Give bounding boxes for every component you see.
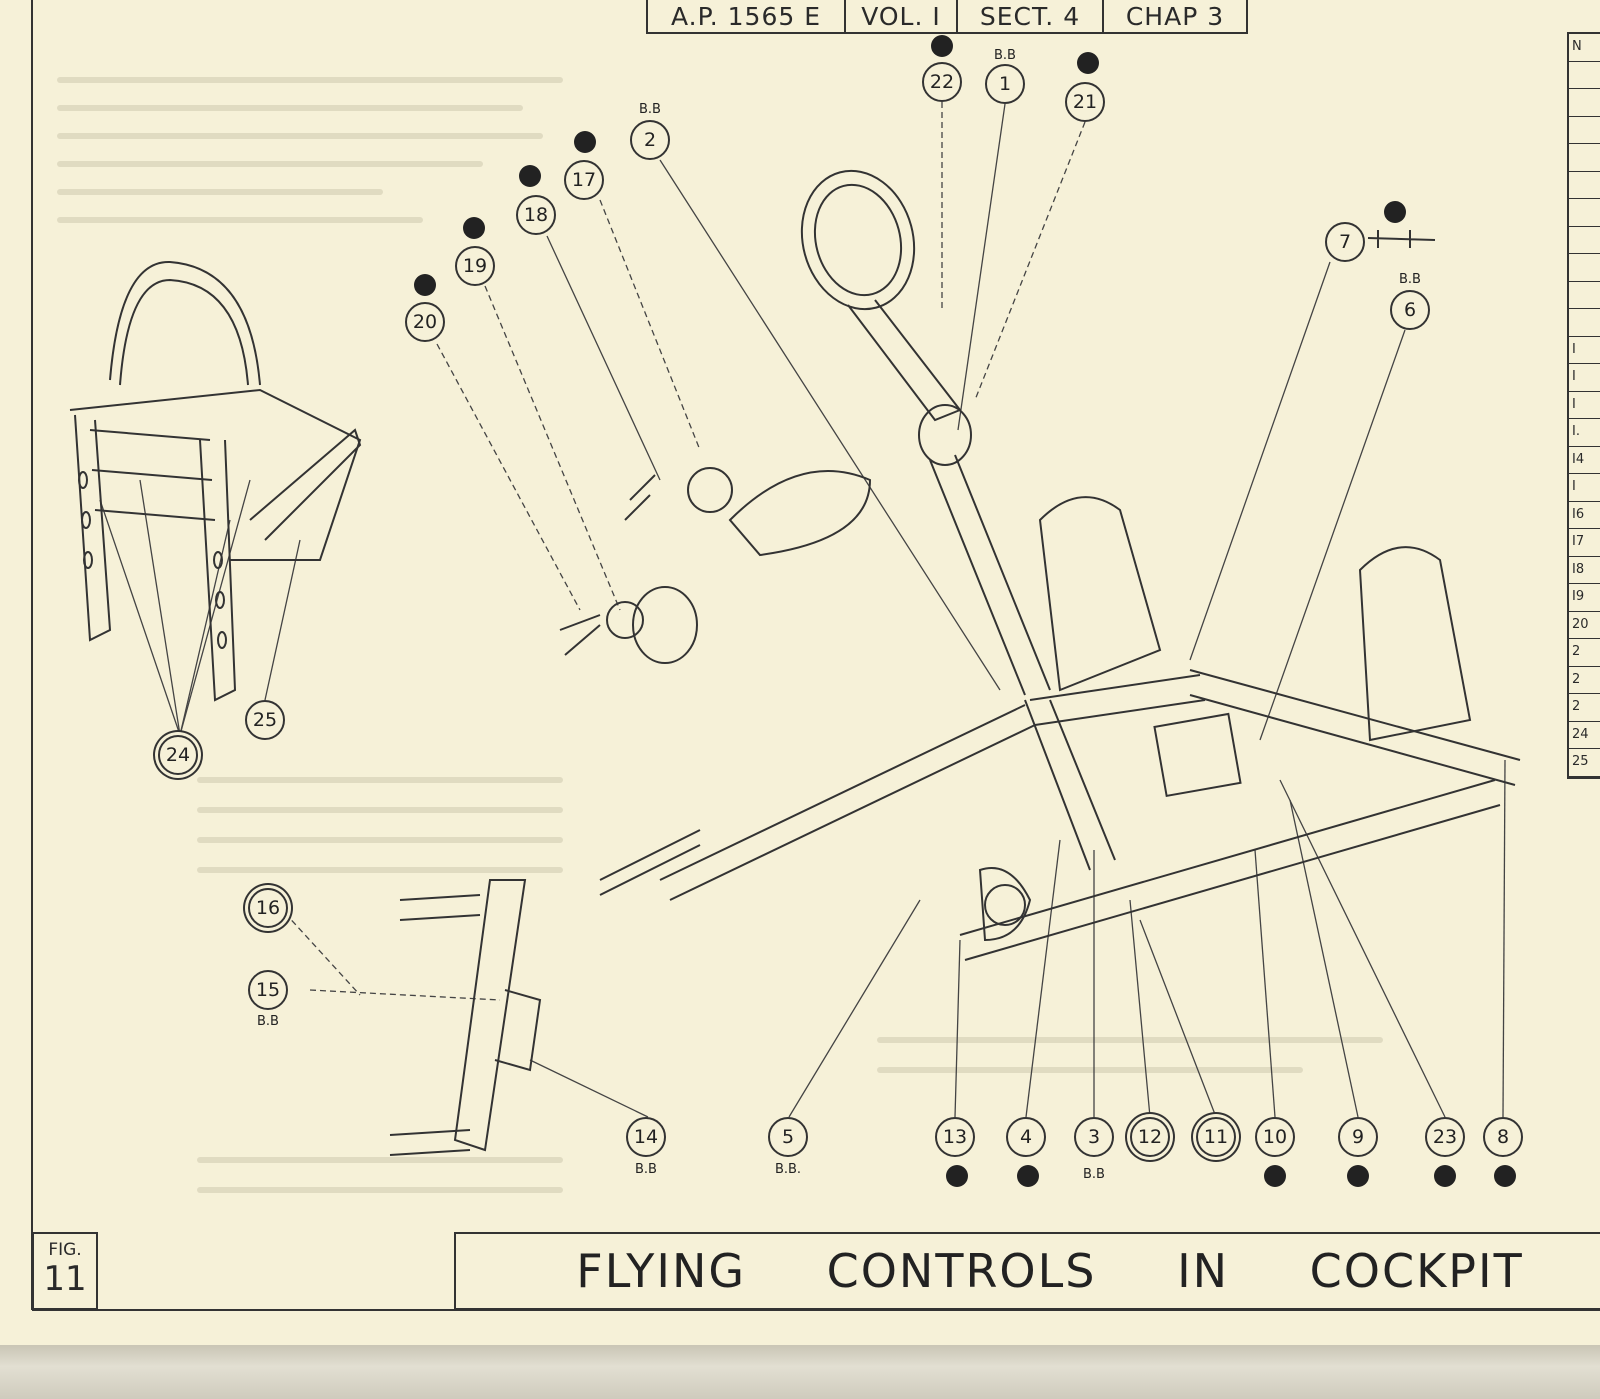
parts-table-row: I7 — [1569, 529, 1600, 557]
title-word-2: CONTROLS — [826, 1244, 1097, 1298]
parts-table-row: 20 — [1569, 612, 1600, 639]
dot-20 — [414, 274, 436, 296]
callout-16: 16 — [248, 888, 288, 928]
parts-table-row: I4 — [1569, 447, 1600, 474]
parts-table-row: I8 — [1569, 557, 1600, 584]
callout-21: 21 — [1065, 82, 1105, 122]
parts-table-row: I. — [1569, 419, 1600, 447]
callout-18: 18 — [516, 195, 556, 235]
callout-9: 9 — [1338, 1117, 1378, 1157]
figure-box: FIG. 11 — [32, 1232, 98, 1310]
parts-table-row — [1569, 227, 1600, 254]
callout-14: 14 — [626, 1117, 666, 1157]
parts-table-row — [1569, 199, 1600, 227]
callout-4: 4 — [1006, 1117, 1046, 1157]
parts-table-row: I — [1569, 364, 1600, 392]
control-column-drawing — [800, 169, 1116, 871]
callout-7: 7 — [1325, 222, 1365, 262]
parts-table-row — [1569, 309, 1600, 337]
callout-5: 5 — [768, 1117, 808, 1157]
parts-table-row — [1569, 172, 1600, 199]
dot-7 — [1384, 201, 1406, 223]
title-box: FLYING CONTROLS IN COCKPIT — [454, 1232, 1600, 1310]
parts-table-row: I — [1569, 337, 1600, 364]
callout-10: 10 — [1255, 1117, 1295, 1157]
parts-table-row: 24 — [1569, 722, 1600, 749]
parts-table-row: 25 — [1569, 749, 1600, 777]
dot-19 — [463, 217, 485, 239]
bb-label-6: B.B — [1399, 272, 1421, 287]
callout-11: 11 — [1196, 1117, 1236, 1157]
callout-23: 23 — [1425, 1117, 1465, 1157]
section: SECT. 4 — [956, 0, 1104, 34]
parts-table-row — [1569, 62, 1600, 89]
bleed-through-text — [57, 77, 1383, 1193]
callout-6: 6 — [1390, 290, 1430, 330]
parts-table-row — [1569, 89, 1600, 117]
parts-table-row: I6 — [1569, 502, 1600, 529]
dot-21 — [1077, 52, 1099, 74]
bb-label-1: B.B — [994, 48, 1016, 63]
rudder-bar-drawing — [599, 496, 1521, 961]
parts-table-row: I9 — [1569, 584, 1600, 612]
callout-20: 20 — [405, 302, 445, 342]
bb-label-2: B.B — [639, 102, 661, 117]
callout-13: 13 — [935, 1117, 975, 1157]
dot-9 — [1347, 1165, 1369, 1187]
callout-1: 1 — [985, 64, 1025, 104]
callout-17: 17 — [564, 160, 604, 200]
callout-2: 2 — [630, 120, 670, 160]
figure-number: 11 — [43, 1259, 87, 1299]
title-word-4: COCKPIT — [1309, 1244, 1524, 1298]
dot-22 — [931, 35, 953, 57]
callout-12: 12 — [1130, 1117, 1170, 1157]
title-word-3: IN — [1177, 1244, 1230, 1298]
parts-table-row: 2 — [1569, 639, 1600, 667]
dot-17 — [574, 131, 596, 153]
parts-table-row: 2 — [1569, 667, 1600, 694]
dot-4 — [1017, 1165, 1039, 1187]
dot-10 — [1264, 1165, 1286, 1187]
volume: VOL. I — [844, 0, 958, 34]
callout-19: 19 — [455, 246, 495, 286]
bb-label-5: B.B. — [774, 1162, 802, 1177]
parts-table-row: I — [1569, 392, 1600, 419]
callout-22: 22 — [922, 62, 962, 102]
bb-label-15: B.B — [257, 1014, 279, 1029]
seat-drawing — [69, 260, 362, 702]
parts-table-row — [1569, 144, 1600, 172]
callout-3: 3 — [1074, 1117, 1114, 1157]
cable-symbol — [1367, 230, 1436, 248]
parts-table-row — [1569, 254, 1600, 282]
dot-13 — [946, 1165, 968, 1187]
dot-18 — [519, 165, 541, 187]
title-word-1: FLYING — [576, 1244, 746, 1298]
parts-table-row — [1569, 117, 1600, 144]
callout-24: 24 — [158, 735, 198, 775]
lever-assembly-drawing — [389, 867, 1032, 1156]
page-edge-band — [0, 1345, 1600, 1399]
ap-number: A.P. 1565 E — [646, 0, 846, 34]
dot-8 — [1494, 1165, 1516, 1187]
parts-table-row — [1569, 282, 1600, 309]
parts-table-row: I — [1569, 474, 1600, 502]
parts-table-row: N — [1569, 34, 1600, 62]
dot-23 — [1434, 1165, 1456, 1187]
leader-lines — [99, 82, 1506, 1118]
chapter: CHAP 3 — [1102, 0, 1248, 34]
bb-label-14: B.B — [635, 1162, 657, 1177]
callout-15: 15 — [248, 970, 288, 1010]
trim-wheels-drawing — [559, 467, 872, 664]
callout-8: 8 — [1483, 1117, 1523, 1157]
callout-25: 25 — [245, 700, 285, 740]
parts-table-row: 2 — [1569, 694, 1600, 722]
bb-label-3: B.B — [1083, 1167, 1105, 1182]
figure-label: FIG. — [48, 1240, 82, 1260]
